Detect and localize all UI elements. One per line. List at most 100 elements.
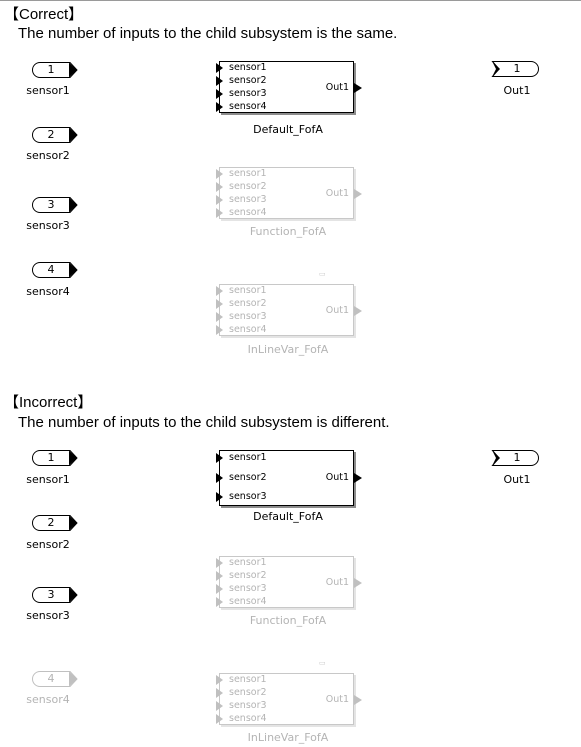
- block-input-label: sensor3: [229, 88, 267, 99]
- block-name: Function_FofA: [249, 225, 327, 238]
- outport-number: 1: [513, 62, 521, 75]
- block-input-label: sensor2: [229, 687, 267, 698]
- outport-shape: [491, 450, 539, 466]
- block-marker: ▭: [319, 270, 326, 278]
- correct-inport-1[interactable]: 1: [32, 62, 78, 78]
- incorrect-description: The number of inputs to the child subsys…: [18, 414, 390, 431]
- subsystem-box: [219, 556, 354, 608]
- block-input-label: sensor3: [229, 583, 267, 594]
- top-divider: [0, 0, 581, 1]
- input-port-arrow: [216, 208, 223, 218]
- subsystem-box: [219, 61, 354, 113]
- incorrect-inport-3[interactable]: 3: [32, 587, 78, 603]
- incorrect-inport-1[interactable]: 1: [32, 450, 78, 466]
- input-port-arrow: [216, 473, 223, 483]
- inport-shape: [32, 450, 78, 466]
- correct-inport-2[interactable]: 2: [32, 127, 78, 143]
- inport-shape: [32, 262, 78, 278]
- inport-shape: [32, 587, 78, 603]
- input-port-arrow: [216, 325, 223, 335]
- correct-inport-3-label: sensor3: [26, 219, 70, 232]
- block-name: InLineVar_FofA: [247, 343, 329, 356]
- block-marker: ▭: [319, 659, 326, 667]
- inport-number: 3: [47, 198, 55, 211]
- correct-inport-4-label: sensor4: [26, 285, 70, 298]
- inport-number: 2: [47, 516, 55, 529]
- subsystem-box: [219, 284, 354, 336]
- block-input-label: sensor4: [229, 207, 267, 218]
- block-input-label: sensor3: [229, 491, 267, 502]
- correct-heading: 【Correct】: [4, 6, 84, 23]
- inport-number: 4: [47, 672, 55, 685]
- block-input-label: sensor1: [229, 557, 267, 568]
- incorrect-heading: 【Incorrect】: [4, 394, 93, 411]
- block-input-label: sensor1: [229, 674, 267, 685]
- block-output-label: Out1: [325, 305, 349, 316]
- block-input-label: sensor2: [229, 472, 267, 483]
- input-port-arrow: [216, 182, 223, 192]
- input-port-arrow: [216, 701, 223, 711]
- correct-inport-2-label: sensor2: [26, 149, 70, 162]
- block-name: InLineVar_FofA: [247, 731, 329, 744]
- input-port-arrow: [216, 597, 223, 607]
- subsystem-box: [219, 450, 354, 506]
- subsystem-box: [219, 167, 354, 219]
- block-input-label: sensor1: [229, 285, 267, 296]
- block-input-label: sensor4: [229, 101, 267, 112]
- inport-number: 1: [47, 451, 55, 464]
- inport-number: 2: [47, 128, 55, 141]
- input-port-arrow: [216, 102, 223, 112]
- correct-outport-1[interactable]: 1: [491, 61, 539, 77]
- input-port-arrow: [216, 453, 223, 463]
- correct-description: The number of inputs to the child subsys…: [18, 25, 398, 42]
- correct-inport-1-label: sensor1: [26, 84, 70, 97]
- block-name: Default_FofA: [253, 123, 323, 136]
- block-input-label: sensor4: [229, 596, 267, 607]
- output-port-arrow: [354, 83, 362, 93]
- output-port-arrow: [354, 306, 362, 316]
- block-input-label: sensor4: [229, 324, 267, 335]
- input-port-arrow: [216, 286, 223, 296]
- incorrect-inport-2-label: sensor2: [26, 538, 70, 551]
- input-port-arrow: [216, 63, 223, 73]
- block-input-label: sensor3: [229, 311, 267, 322]
- block-input-label: sensor2: [229, 181, 267, 192]
- input-port-arrow: [216, 299, 223, 309]
- incorrect-outport-label: Out1: [503, 473, 531, 486]
- input-port-arrow: [216, 76, 223, 86]
- incorrect-inport-4-label: sensor4: [26, 693, 70, 706]
- output-port-arrow: [354, 473, 362, 483]
- input-port-arrow: [216, 89, 223, 99]
- block-input-label: sensor2: [229, 75, 267, 86]
- block-input-label: sensor1: [229, 452, 267, 463]
- block-output-label: Out1: [325, 472, 349, 483]
- input-port-arrow: [216, 169, 223, 179]
- inport-shape: [32, 671, 78, 687]
- input-port-arrow: [216, 558, 223, 568]
- correct-outport-label: Out1: [503, 84, 531, 97]
- inport-number: 4: [47, 263, 55, 276]
- incorrect-outport-1[interactable]: 1: [491, 450, 539, 466]
- incorrect-inport-4[interactable]: 4: [32, 671, 78, 687]
- input-port-arrow: [216, 492, 223, 502]
- input-port-arrow: [216, 571, 223, 581]
- inport-number: 1: [47, 63, 55, 76]
- output-port-arrow: [354, 189, 362, 199]
- inport-number: 3: [47, 588, 55, 601]
- inport-shape: [32, 127, 78, 143]
- correct-inport-3[interactable]: 3: [32, 197, 78, 213]
- subsystem-box: [219, 673, 354, 725]
- block-input-label: sensor3: [229, 194, 267, 205]
- block-input-label: sensor2: [229, 298, 267, 309]
- inport-shape: [32, 197, 78, 213]
- input-port-arrow: [216, 195, 223, 205]
- incorrect-inport-2[interactable]: 2: [32, 515, 78, 531]
- block-output-label: Out1: [325, 577, 349, 588]
- input-port-arrow: [216, 312, 223, 322]
- block-output-label: Out1: [325, 188, 349, 199]
- output-port-arrow: [354, 695, 362, 705]
- output-port-arrow: [354, 578, 362, 588]
- input-port-arrow: [216, 584, 223, 594]
- correct-inport-4[interactable]: 4: [32, 262, 78, 278]
- input-port-arrow: [216, 688, 223, 698]
